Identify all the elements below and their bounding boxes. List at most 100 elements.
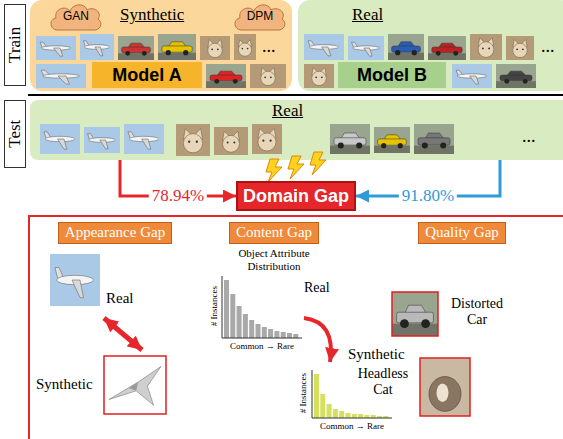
axis-label: # Instances (298, 373, 308, 413)
panel-fill (30, 100, 563, 160)
node-text: Domain Gap (243, 186, 349, 207)
label-slot: Object Attribute Distribution (219, 247, 329, 272)
photo-ground (234, 34, 256, 60)
photo-ground (200, 36, 230, 60)
car-photo (428, 36, 466, 60)
gap-frame (29, 216, 563, 439)
node-text: Model A (112, 65, 181, 86)
chart-bar (274, 331, 279, 338)
car-photo (158, 34, 196, 60)
domain-tag: Real (106, 290, 134, 306)
car-wheel (142, 51, 147, 56)
cat-photo (214, 127, 248, 155)
ellipsis: ... (541, 36, 555, 56)
photo-ground (214, 127, 248, 155)
cat-photo (234, 34, 256, 60)
cat-eye (516, 48, 518, 50)
ellipsis: ... (522, 126, 536, 146)
plane-wing (58, 139, 67, 149)
separator-line (28, 94, 563, 96)
cat-head (258, 133, 276, 151)
photo-outline (392, 292, 438, 336)
cat-head (208, 43, 222, 57)
car-cabin (405, 305, 426, 313)
photo-road (330, 146, 370, 154)
photo-ground (252, 124, 282, 154)
car-wheel (504, 79, 509, 84)
cat-eye (262, 140, 264, 142)
chart-bar (224, 280, 229, 338)
photo-ground (506, 36, 534, 60)
car-wheel (398, 143, 403, 148)
photo-ground (118, 36, 154, 60)
gap-heading: Quality Gap (418, 222, 506, 244)
edge-label-slot: 78.94% (149, 186, 207, 206)
accuracy-value: 78.94% (149, 186, 207, 205)
axis-label: Common → Rare (320, 421, 384, 431)
generator-cloud: GAN (48, 2, 104, 32)
photo-road (392, 324, 438, 336)
lightning-bolt (310, 152, 326, 175)
chart-bar (230, 294, 235, 338)
photo-sky (80, 34, 114, 60)
curved-arrow (304, 318, 331, 362)
cat-head (478, 42, 494, 58)
chart-axis (222, 276, 302, 338)
panel-heading: Synthetic (120, 5, 184, 25)
photo-sky (40, 124, 80, 154)
photo-sky (348, 36, 384, 60)
label-slot: # Instances (209, 286, 219, 326)
cat-head (183, 134, 202, 153)
test-band: Real (30, 100, 563, 160)
cat-eye (196, 141, 198, 143)
edge-label-slot: 91.80% (399, 186, 457, 206)
photo-outline (104, 356, 166, 414)
photo-road (118, 53, 154, 60)
label-slot: ... (541, 36, 555, 57)
double-arrow (104, 318, 142, 350)
panel-fill (30, 0, 292, 91)
car-wheel (381, 143, 386, 148)
cat-photo (252, 124, 282, 154)
label-slot: Common → Rare (230, 341, 294, 351)
cat-eye (270, 76, 272, 78)
car-wheel (523, 79, 528, 84)
car-photo (392, 292, 438, 336)
photo-ground (428, 36, 466, 60)
cat-eye (217, 48, 219, 50)
domain-tag: Synthetic (348, 346, 405, 362)
chart-bar (249, 320, 254, 338)
node-text: Test (5, 120, 25, 148)
headless-photo (420, 358, 470, 416)
chart-bar (333, 409, 338, 418)
node-text: Content Gap (236, 224, 312, 241)
car-photo (330, 124, 370, 154)
accuracy-value: 91.80% (399, 186, 457, 205)
plane-photo (40, 124, 80, 154)
cat-eye (227, 142, 229, 144)
domain-gap-box: Domain Gap (236, 181, 356, 211)
car-wheel (453, 51, 458, 56)
plane-wing (322, 47, 331, 56)
chart-bar (243, 314, 248, 338)
photo-ground (330, 124, 370, 154)
photo-ground (470, 34, 502, 60)
car-wheel (412, 50, 417, 55)
model-label: Model B (338, 62, 446, 88)
cat-eye (522, 48, 524, 50)
car-photo (118, 36, 154, 60)
gap-heading: Appearance Gap (58, 222, 172, 244)
photo-ground (176, 124, 210, 156)
label-slot: Headless Cat (350, 366, 416, 398)
label-slot: Synthetic (36, 376, 93, 393)
photo-ground (304, 64, 334, 88)
plane-wing (364, 48, 372, 56)
cat-eye (242, 48, 244, 50)
car-photo (388, 34, 424, 60)
car-wheel (395, 50, 400, 55)
cat-eye (321, 76, 323, 78)
photo-sky (84, 127, 120, 153)
photo-road (158, 53, 196, 60)
